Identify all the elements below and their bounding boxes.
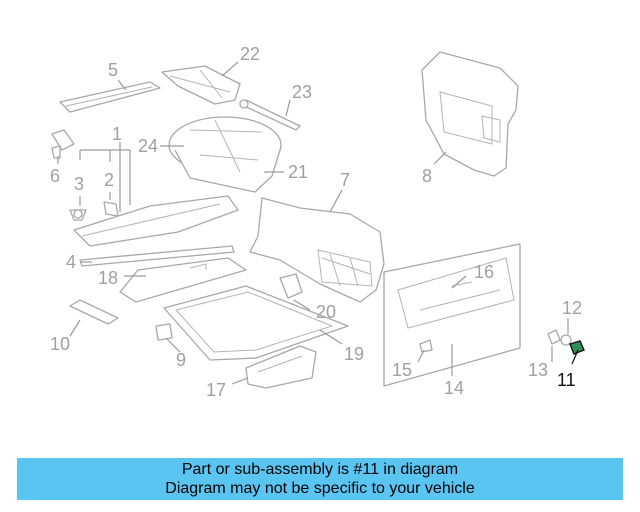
callout-10: 10 xyxy=(50,334,70,354)
banner-line-2: Diagram may not be specific to your vehi… xyxy=(165,480,475,497)
callout-3: 3 xyxy=(74,174,84,194)
callout-24: 24 xyxy=(138,136,158,156)
callout-19: 19 xyxy=(344,344,364,364)
callout-8: 8 xyxy=(422,166,432,186)
callout-13: 13 xyxy=(528,360,548,380)
part-10-sill-plate xyxy=(69,299,119,325)
part-6-clip xyxy=(51,129,75,159)
part-3-pin xyxy=(69,209,87,221)
callout-5: 5 xyxy=(108,60,118,80)
callout-21: 21 xyxy=(288,162,308,182)
callout-6: 6 xyxy=(50,166,60,186)
part-7-side-trim xyxy=(249,197,385,303)
part-23-jack-handle xyxy=(239,99,301,131)
part-8-quarter-panel xyxy=(421,51,519,177)
callout-17: 17 xyxy=(206,380,226,400)
callout-18: 18 xyxy=(98,268,118,288)
part-4-trim-strip xyxy=(79,245,235,267)
callout-14: 14 xyxy=(444,378,464,398)
part-18-floor-panel xyxy=(119,257,247,303)
part-1-package-tray xyxy=(73,195,239,247)
callout-12: 12 xyxy=(562,298,582,318)
part-11-clip xyxy=(569,340,585,355)
part-17-trim-box xyxy=(245,345,317,389)
callout-23: 23 xyxy=(292,82,312,102)
callout-16: 16 xyxy=(474,262,494,282)
banner-line-1: Part or sub-assembly is #11 in diagram xyxy=(181,461,459,478)
part-21-spare-tire-tray xyxy=(168,116,282,193)
part-9-clip xyxy=(155,323,173,341)
callout-labels: 1 2 3 4 5 6 7 8 9 10 11 12 13 14 15 16 1… xyxy=(50,44,582,400)
part-2-pin xyxy=(103,201,119,217)
part-14-rear-panel-trim xyxy=(383,243,521,387)
part-13-fastener xyxy=(547,329,561,345)
callout-15: 15 xyxy=(392,360,412,380)
parts-diagram: 1 2 3 4 5 6 7 8 9 10 11 12 13 14 15 16 1… xyxy=(50,44,585,400)
part-5-trunk-panel xyxy=(59,81,161,113)
part-22-jack xyxy=(161,65,241,105)
callout-4: 4 xyxy=(66,252,76,272)
callout-20: 20 xyxy=(316,302,336,322)
callout-9: 9 xyxy=(176,350,186,370)
part-12-fastener xyxy=(560,334,572,346)
callout-22: 22 xyxy=(240,44,260,64)
callout-7: 7 xyxy=(340,170,350,190)
leader-lines xyxy=(57,61,579,385)
info-banner: Part or sub-assembly is #11 in diagram D… xyxy=(17,458,623,500)
part-19-floor-mat xyxy=(163,285,349,361)
callout-1: 1 xyxy=(112,124,122,144)
callout-2: 2 xyxy=(104,170,114,190)
callout-11: 11 xyxy=(557,370,576,390)
part-20-bracket xyxy=(279,273,303,299)
